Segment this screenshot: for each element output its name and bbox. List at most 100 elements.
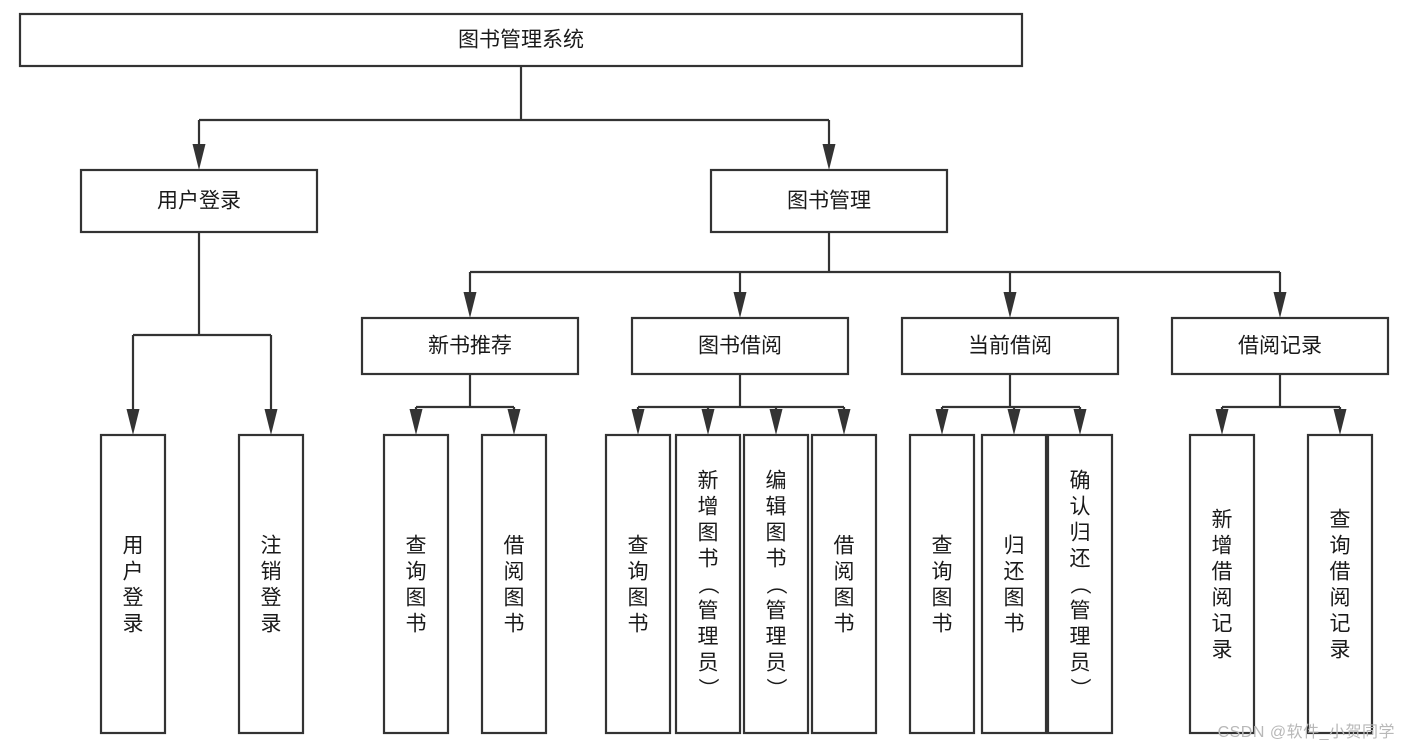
connector-arrowhead [733, 292, 747, 318]
connector-arrowhead [1007, 409, 1021, 435]
svg-text:询: 询 [932, 560, 953, 583]
node-box-root[interactable] [18, 12, 1024, 68]
connector-layer [126, 66, 1347, 435]
svg-text:员: 员 [1070, 651, 1091, 674]
connector-arrowhead [822, 144, 836, 170]
node-box-leaf-query-book-3[interactable] [908, 433, 976, 735]
svg-text:理: 理 [698, 625, 719, 648]
connector-arrowhead [701, 409, 715, 435]
svg-text:认: 认 [1070, 495, 1091, 518]
node-box-book-borrow[interactable] [630, 316, 850, 376]
svg-text:图: 图 [504, 586, 525, 609]
connector-group-userlogin-bus [126, 232, 278, 435]
svg-text:书: 书 [766, 547, 787, 570]
node-box-leaf-borrow-book-1[interactable] [480, 433, 548, 735]
connector-arrowhead [1215, 409, 1229, 435]
node-box-leaf-return-book[interactable] [980, 433, 1048, 735]
node-label-leaf-user-login: 用户登录 [123, 534, 144, 635]
node-leaf-user-login[interactable]: 用户登录 [99, 433, 167, 735]
node-box-leaf-query-book-2[interactable] [604, 433, 672, 735]
node-current-borrow[interactable]: 当前借阅 [900, 316, 1120, 376]
connector-group-bookmanage-bus [463, 232, 1287, 318]
connector-arrowhead [935, 409, 949, 435]
node-box-leaf-confirm-return[interactable] [1046, 433, 1114, 735]
svg-text:借: 借 [504, 534, 525, 557]
node-box-new-book-rec[interactable] [360, 316, 580, 376]
connector-group-borrowrecord-bus [1215, 374, 1347, 435]
node-label-new-book-rec: 新书推荐 [428, 335, 512, 358]
node-box-leaf-user-login[interactable] [99, 433, 167, 735]
node-user-login[interactable]: 用户登录 [79, 168, 319, 234]
node-box-leaf-add-record[interactable] [1188, 433, 1256, 735]
node-box-leaf-add-book[interactable] [674, 433, 742, 735]
node-borrow-record[interactable]: 借阅记录 [1170, 316, 1390, 376]
svg-text:用: 用 [123, 534, 144, 557]
node-new-book-rec[interactable]: 新书推荐 [360, 316, 580, 376]
svg-text:询: 询 [1330, 534, 1351, 557]
node-box-current-borrow[interactable] [900, 316, 1120, 376]
node-box-leaf-logout[interactable] [237, 433, 305, 735]
node-book-borrow[interactable]: 图书借阅 [630, 316, 850, 376]
svg-text:书: 书 [932, 612, 953, 635]
svg-text:员: 员 [698, 651, 719, 674]
connector-arrowhead [837, 409, 851, 435]
svg-text:增: 增 [698, 495, 719, 518]
svg-text:注: 注 [261, 534, 282, 557]
svg-text:归: 归 [1070, 521, 1091, 544]
connector-arrowhead [409, 409, 423, 435]
svg-text:记: 记 [1330, 612, 1351, 635]
svg-text:书: 书 [834, 612, 855, 635]
svg-text:书: 书 [406, 612, 427, 635]
svg-text:借: 借 [1330, 560, 1351, 583]
svg-text:书: 书 [628, 612, 649, 635]
svg-text:图: 图 [698, 521, 719, 544]
svg-text:员: 员 [766, 651, 787, 674]
svg-text:询: 询 [628, 560, 649, 583]
node-box-leaf-edit-book[interactable] [742, 433, 810, 735]
node-root[interactable]: 图书管理系统 [18, 12, 1024, 68]
svg-text:阅: 阅 [504, 560, 525, 583]
node-book-manage[interactable]: 图书管理 [709, 168, 949, 234]
node-box-borrow-record[interactable] [1170, 316, 1390, 376]
svg-text:销: 销 [261, 560, 282, 583]
node-box-leaf-borrow-book-2[interactable] [810, 433, 878, 735]
svg-text:查: 查 [406, 534, 427, 557]
csdn-watermark: CSDN @软件_小贺同学 [1217, 724, 1395, 741]
node-label-user-login: 用户登录 [157, 190, 241, 213]
svg-text:户: 户 [123, 560, 144, 583]
node-box-leaf-query-book-1[interactable] [382, 433, 450, 735]
svg-text:书: 书 [1004, 612, 1025, 635]
svg-text:录: 录 [123, 612, 144, 635]
connector-arrowhead [769, 409, 783, 435]
svg-text:归: 归 [1004, 534, 1025, 557]
connector-arrowhead [264, 409, 278, 435]
svg-text:管: 管 [1070, 599, 1091, 622]
node-box-book-manage[interactable] [709, 168, 949, 234]
svg-text:图: 图 [834, 586, 855, 609]
svg-text:查: 查 [1330, 508, 1351, 531]
node-label-borrow-record: 借阅记录 [1238, 335, 1322, 358]
svg-text:图: 图 [628, 586, 649, 609]
node-box-user-login[interactable] [79, 168, 319, 234]
node-box-leaf-query-record[interactable] [1306, 433, 1374, 735]
connector-group-bookborrow-bus [631, 374, 851, 435]
svg-text:图: 图 [766, 521, 787, 544]
